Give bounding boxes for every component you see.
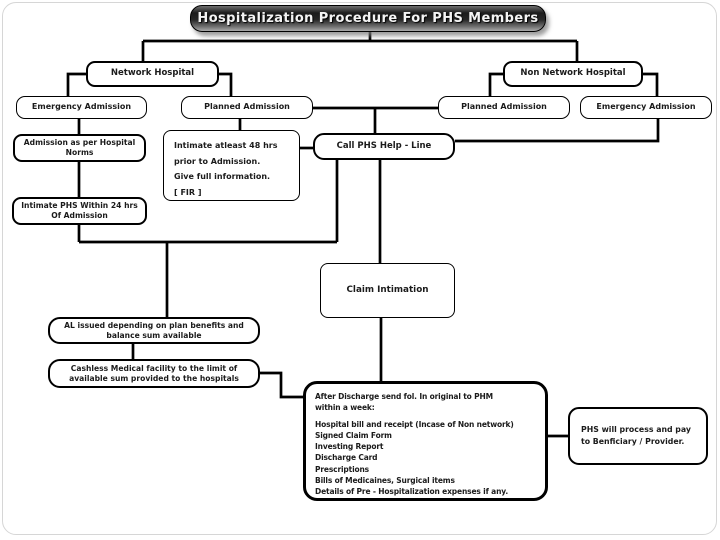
node-line: to Benficiary / Provider. — [581, 437, 685, 446]
document-item: Discharge Card — [315, 453, 378, 463]
node-line: AL issued depending on plan benefits and — [64, 321, 244, 331]
node-intimate-48hrs-prior: Intimate atleast 48 hrs prior to Admissi… — [163, 130, 300, 201]
connector — [488, 72, 503, 96]
node-line: balance sum available — [106, 330, 202, 340]
node-label: Non Network Hospital — [520, 68, 626, 79]
document-item: Signed Claim Form — [315, 430, 392, 440]
document-item: Hospital bill and receipt (Incase of Non… — [315, 419, 514, 429]
node-heading-line: After Discharge send fol. In original to… — [315, 392, 493, 401]
node-cashless-facility: Cashless Medical facility to the limit o… — [48, 359, 260, 388]
node-label: Emergency Admission — [31, 102, 132, 112]
diagram-title: Hospitalization Procedure For PHS Member… — [190, 5, 546, 32]
node-after-discharge-documents: After Discharge send fol. In original to… — [303, 381, 548, 501]
node-line: Admission as per Hospital — [23, 138, 136, 148]
node-intimate-phs-24hrs: Intimate PHS Within 24 hrs Of Admission — [12, 197, 147, 225]
node-planned-admission-non-network: Planned Admission — [438, 96, 570, 119]
node-line: available sum provided to the hospitals — [69, 373, 239, 383]
connector — [643, 72, 659, 96]
document-item: Bills of Medicaines, Surgical items — [315, 476, 455, 486]
node-admission-as-per-hospital-norms: Admission as per Hospital Norms — [13, 134, 146, 162]
node-emergency-admission-network: Emergency Admission — [16, 96, 147, 119]
node-line: [ FIR ] — [174, 187, 202, 197]
node-label: Network Hospital — [110, 68, 195, 79]
node-line: Norms — [65, 148, 94, 157]
node-al-issued: AL issued depending on plan benefits and… — [48, 317, 260, 344]
node-line: Give full information. — [174, 172, 271, 181]
node-line: Of Admission — [51, 211, 108, 220]
connector — [455, 119, 660, 143]
node-label: Call PHS Help - Line — [336, 140, 432, 151]
node-label: Emergency Admission — [596, 102, 696, 112]
diagram-title-text: Hospitalization Procedure For PHS Member… — [197, 11, 539, 26]
node-call-phs-helpline: Call PHS Help - Line — [313, 133, 455, 160]
node-network-hospital: Network Hospital — [86, 61, 219, 87]
node-line: Intimate PHS Within 24 hrs — [21, 201, 138, 211]
connector — [260, 371, 303, 399]
node-label: Planned Admission — [461, 102, 547, 112]
node-line: prior to Admission. — [174, 156, 261, 166]
node-planned-admission-network: Planned Admission — [181, 96, 313, 119]
document-item: Details of Pre - Hospitalization expense… — [315, 487, 509, 497]
document-item: Investing Report — [315, 442, 384, 452]
node-non-network-hospital: Non Network Hospital — [503, 61, 643, 87]
document-item: Prescriptions — [315, 464, 369, 474]
node-label: Claim Intimation — [346, 284, 429, 295]
node-line: Cashless Medical facility to the limit o… — [70, 364, 238, 374]
node-phs-process-pay: PHS will process and pay to Benficiary /… — [568, 407, 708, 465]
node-heading-line: within a week: — [315, 403, 375, 413]
node-label: Planned Admission — [204, 102, 290, 112]
node-line: PHS will process and pay — [581, 424, 691, 434]
node-line: Intimate atleast 48 hrs — [174, 141, 278, 150]
node-claim-intimation: Claim Intimation — [320, 263, 455, 318]
connector — [219, 72, 233, 96]
node-emergency-admission-non-network: Emergency Admission — [580, 96, 712, 119]
connector — [66, 72, 86, 96]
